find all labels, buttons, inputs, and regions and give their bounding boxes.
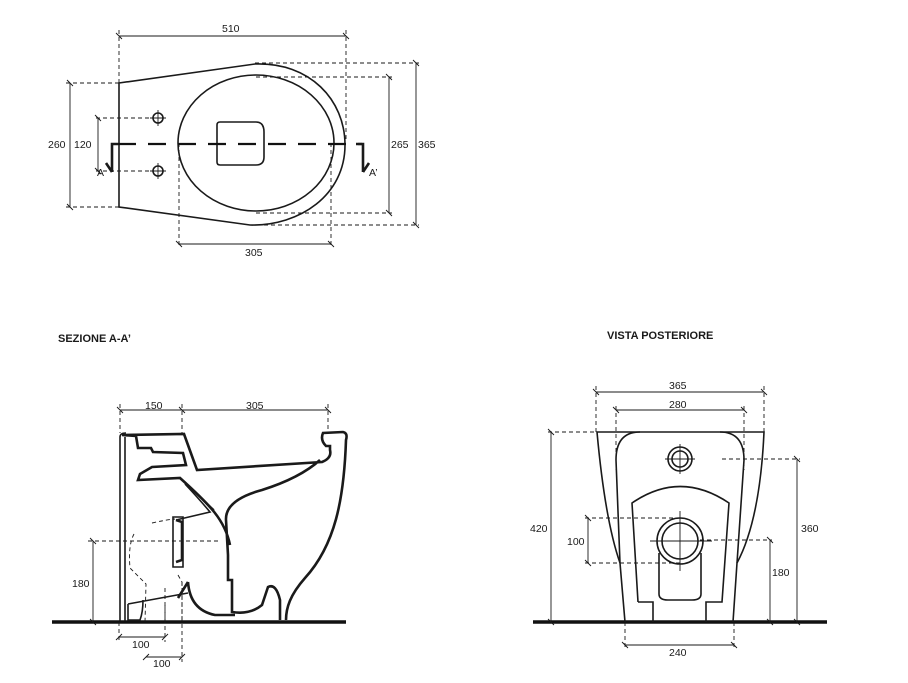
rear-view: VISTA POSTERIORE 365 280 420 100 360 180 [530,330,827,659]
dim-365-rear: 365 [669,380,687,392]
back-wall-plate [119,432,127,621]
dim-305-section: 305 [246,400,264,412]
fixing-hole-bottom [150,163,166,179]
dim-100-rear: 100 [567,536,585,548]
rear-inner-panel [615,431,745,564]
section-title: SEZIONE A-A’ [58,333,131,345]
hidden-pipe-outline [129,518,183,623]
dim-265: 265 [391,139,409,151]
dim-280: 280 [669,399,687,411]
dim-360: 360 [801,523,819,535]
dim-100-b: 100 [153,658,171,670]
section-marker-left [104,142,118,173]
outlet-pipe [175,477,215,521]
dim-100-a: 100 [132,639,150,651]
rear-view-title: VISTA POSTERIORE [607,330,713,342]
waste-outlet [650,511,712,601]
dim-510: 510 [222,23,240,35]
outlet-flange [172,516,184,568]
dim-180-section: 180 [72,578,90,590]
section-view: SEZIONE A-A’ 150 305 180 100 100 [52,333,348,670]
dim-240: 240 [669,647,687,659]
toilet-section-outline [121,430,348,621]
rear-outer-outline [596,431,765,623]
outlet-square [216,121,265,166]
dim-420: 420 [530,523,548,535]
dim-120: 120 [74,139,92,151]
water-inlet [665,444,695,474]
fixing-hole-top [150,110,166,126]
dim-305: 305 [245,247,263,259]
dim-180-rear: 180 [772,567,790,579]
dim-365: 365 [418,139,436,151]
plan-view: A A’ 510 260 120 265 365 305 [48,23,436,259]
dim-150: 150 [145,400,163,412]
floor-fixing-bracket [127,592,189,621]
section-marker-right [356,142,371,173]
dim-260: 260 [48,139,66,151]
section-label-a-prime: A’ [369,167,378,179]
rear-opening [631,485,730,622]
